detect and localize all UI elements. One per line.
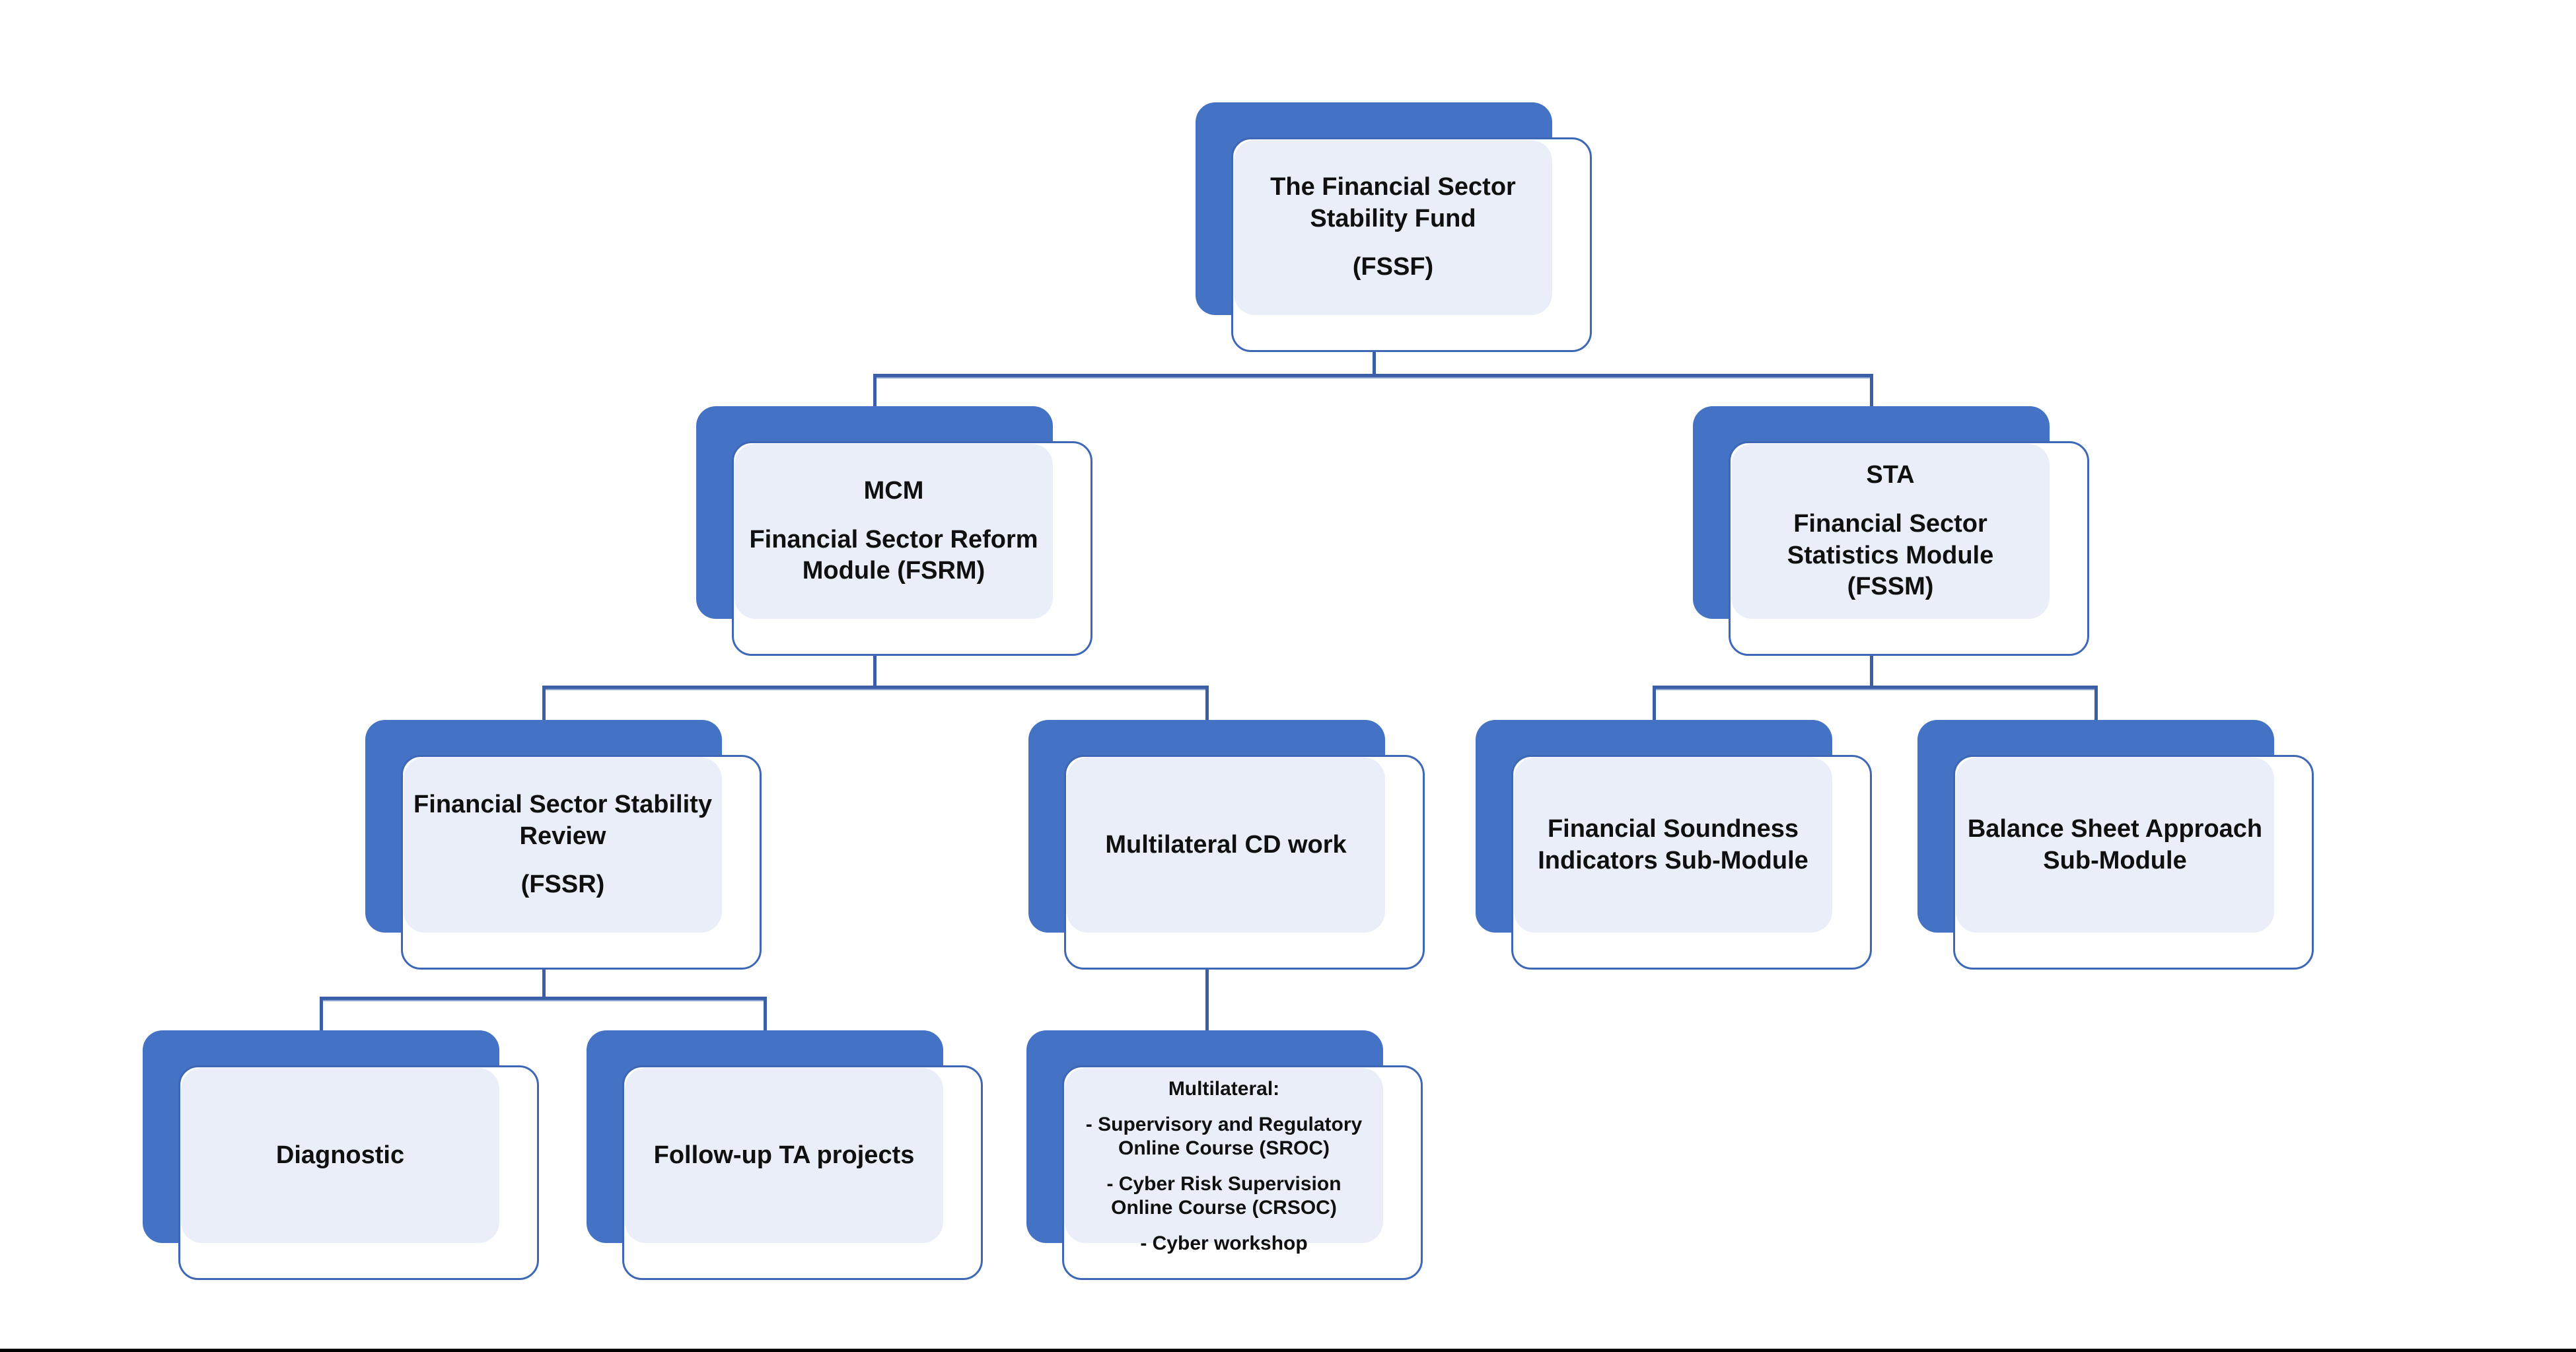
connector-level1-rail <box>873 374 1873 378</box>
connector-fssr-down <box>542 968 546 998</box>
node-sta-text-line: Statistics Module <box>1787 541 1994 569</box>
node-bsa-sub-module-label: Balance Sheet Approach Sub-Module <box>1956 758 2274 933</box>
node-mcm-label: MCM Financial Sector Reform Module (FSRM… <box>734 444 1053 619</box>
node-multilateral-detail-label: Multilateral: - Supervisory and Regulato… <box>1065 1068 1383 1256</box>
node-multilateral-cd-work-text-line: Multilateral CD work <box>1105 830 1347 859</box>
connector-followup-top <box>764 997 767 1032</box>
node-fssr-label: Financial Sector Stability Review (FSSR) <box>404 758 722 933</box>
node-bsa-text-line: Sub-Module <box>2043 846 2187 874</box>
node-multilateral-detail-text-line: Multilateral: <box>1168 1078 1280 1100</box>
connector-bsa-top <box>2094 686 2098 721</box>
node-sta-text-line: STA <box>1866 460 1915 489</box>
connector-mcm-down <box>873 655 877 687</box>
connector-fssf-down <box>1373 349 1376 376</box>
node-followup-ta-projects: Follow-up TA projects <box>587 1030 983 1280</box>
connector-diagnostic-top <box>320 997 323 1032</box>
node-followup-text-line: Follow-up TA projects <box>653 1141 915 1169</box>
node-multilateral-detail-fill <box>1065 1068 1383 1243</box>
node-diagnostic-label: Diagnostic <box>181 1068 499 1243</box>
node-sta-text-line: Financial Sector <box>1793 509 1987 538</box>
node-sta-label: STA Financial Sector Statistics Module (… <box>1731 444 2050 619</box>
connector-fssr-rail <box>320 997 767 1001</box>
node-multilateral-detail-text-line: - Cyber Risk Supervision <box>1106 1173 1342 1195</box>
node-fsi-sub-module: Financial Soundness Indicators Sub-Modul… <box>1476 720 1872 970</box>
connector-sta-top <box>1870 374 1873 407</box>
node-fssf-text-line: Stability Fund <box>1310 204 1476 232</box>
node-followup-ta-projects-label: Follow-up TA projects <box>625 1068 943 1243</box>
connector-fssr-top <box>542 686 546 721</box>
slide-bottom-rule <box>0 1349 2576 1352</box>
node-mcm-text-line: Financial Sector Reform <box>749 525 1038 553</box>
node-fsi-text-line: Financial Soundness <box>1547 814 1799 843</box>
node-sta: STA Financial Sector Statistics Module (… <box>1693 406 2089 656</box>
connector-mcm-rail <box>542 686 1209 690</box>
node-multilateral-detail-text-line: Online Course (CRSOC) <box>1111 1197 1337 1219</box>
connector-fsi-top <box>1653 686 1656 721</box>
node-fssf-text-line: (FSSF) <box>1352 253 1434 281</box>
node-mcm-text-line: Module (FSRM) <box>802 557 985 585</box>
node-multilateral-detail-text-line: Online Course (SROC) <box>1118 1137 1330 1159</box>
node-fssf-label: The Financial Sector Stability Fund (FSS… <box>1234 140 1552 315</box>
node-fssf-text-line: The Financial Sector <box>1270 172 1516 201</box>
connector-multilateral-cd-top <box>1205 686 1209 721</box>
node-fssr: Financial Sector Stability Review (FSSR) <box>365 720 762 970</box>
node-mcm: MCM Financial Sector Reform Module (FSRM… <box>696 406 1092 656</box>
node-fssf: The Financial Sector Stability Fund (FSS… <box>1196 102 1592 352</box>
node-bsa-sub-module: Balance Sheet Approach Sub-Module <box>1917 720 2314 970</box>
connector-sta-down <box>1870 655 1873 687</box>
connector-sta-rail <box>1653 686 2098 690</box>
node-multilateral-detail-text-line: - Supervisory and Regulatory <box>1085 1114 1363 1135</box>
node-multilateral-detail: Multilateral: - Supervisory and Regulato… <box>1026 1030 1423 1280</box>
node-bsa-text-line: Balance Sheet Approach <box>1967 814 2263 843</box>
connector-mcm-top <box>873 374 877 407</box>
node-multilateral-cd-work-label: Multilateral CD work <box>1067 758 1385 933</box>
node-diagnostic: Diagnostic <box>143 1030 539 1280</box>
node-fssr-text-line: Financial Sector Stability <box>413 790 712 818</box>
node-fsi-sub-module-label: Financial Soundness Indicators Sub-Modul… <box>1514 758 1832 933</box>
node-fsi-text-line: Indicators Sub-Module <box>1538 846 1808 874</box>
node-multilateral-detail-text-line: - Cyber workshop <box>1140 1232 1308 1254</box>
node-mcm-text-line: MCM <box>863 476 924 505</box>
node-multilateral-cd-work: Multilateral CD work <box>1028 720 1425 970</box>
node-sta-text-line: (FSSM) <box>1847 573 1934 601</box>
node-fssr-text-line: Review <box>519 822 606 850</box>
node-diagnostic-text-line: Diagnostic <box>275 1141 405 1169</box>
connector-multilateral-cd-down <box>1205 968 1209 1032</box>
node-fssr-text-line: (FSSR) <box>520 871 605 899</box>
